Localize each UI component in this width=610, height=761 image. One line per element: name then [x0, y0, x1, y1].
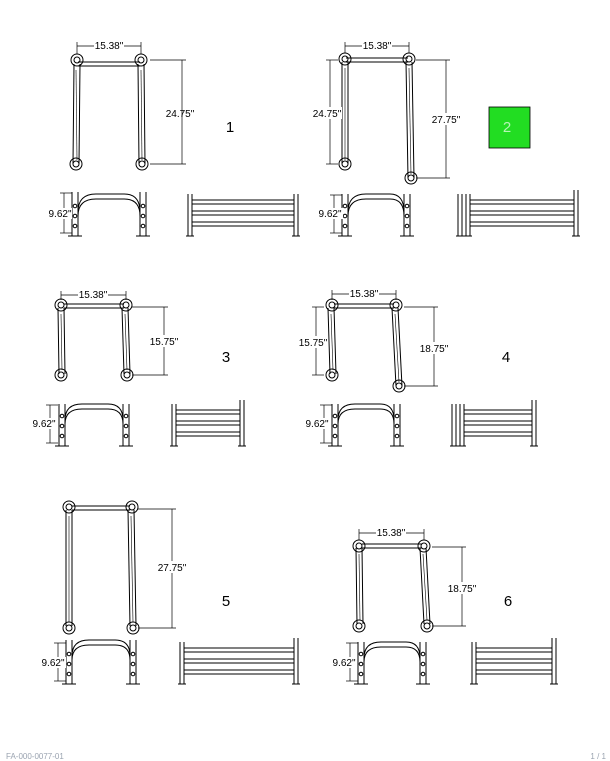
frame-4-number: 4	[502, 349, 510, 366]
side-view-5: 9.62"	[40, 639, 140, 685]
end-view-1	[186, 194, 300, 237]
frame-3-top-width-label: 15.38"	[79, 290, 108, 301]
footer-drawing-number: FA-000-0077-01	[6, 752, 64, 761]
frame-2-right-height-label: 27.75"	[432, 115, 461, 126]
frame-2-number-highlight: 2	[488, 106, 531, 149]
front-view-2: 15.38" 24.75" 27.75"	[312, 40, 462, 185]
frame-2: 15.38" 24.75" 27.75" 2	[312, 40, 580, 237]
front-view-3: 15.38" 15.75"	[54, 289, 182, 382]
frame-5-side-height-label: 9.62"	[41, 658, 64, 669]
end-view-5	[178, 638, 300, 685]
front-view-1: 15.38" 24.75"	[69, 40, 195, 171]
frame-6-top-width-label: 15.38"	[377, 528, 406, 539]
end-view-2	[456, 190, 580, 237]
frame-1: 15.38" 24.75" 1 9.62"	[48, 40, 300, 237]
frame-6-number: 6	[504, 593, 512, 610]
side-view-1: 9.62"	[48, 192, 150, 237]
side-view-2: 9.62"	[317, 193, 414, 237]
frame-2-side-height-label: 9.62"	[318, 209, 341, 220]
side-view-4: 9.62"	[304, 403, 404, 447]
frame-6: 15.38" 18.75" 6 9.62"	[331, 527, 558, 685]
frame-2-number: 2	[503, 119, 511, 136]
frame-1-number: 1	[226, 119, 234, 136]
frame-4-top-width-label: 15.38"	[350, 289, 379, 300]
footer-page-indicator: 1 / 1	[590, 752, 606, 761]
frame-1-side-height-label: 9.62"	[48, 209, 71, 220]
end-view-6	[470, 638, 558, 685]
frame-2-top-width-label: 15.38"	[363, 41, 392, 52]
frame-3-number: 3	[222, 349, 230, 366]
frame-3-right-height-label: 15.75"	[150, 337, 179, 348]
frame-4: 15.38" 15.75" 18.75" 4 9.62"	[298, 288, 538, 447]
front-view-6: 15.38" 18.75"	[352, 527, 478, 633]
frame-6-right-height-label: 18.75"	[448, 584, 477, 595]
side-view-6: 9.62"	[331, 641, 430, 685]
frame-1-right-height-label: 24.75"	[166, 109, 195, 120]
frame-4-right-height-label: 18.75"	[420, 344, 449, 355]
frame-4-left-height-label: 15.75"	[299, 338, 328, 349]
frame-6-side-height-label: 9.62"	[332, 658, 355, 669]
front-view-4: 15.38" 15.75" 18.75"	[298, 288, 450, 393]
frame-2-left-height-label: 24.75"	[313, 109, 342, 120]
frame-5-right-height-label: 27.75"	[158, 563, 187, 574]
frame-5: 27.75" 5 9.62"	[40, 500, 300, 685]
frame-4-side-height-label: 9.62"	[305, 419, 328, 430]
side-view-3: 9.62"	[31, 403, 133, 447]
end-view-3	[170, 400, 246, 447]
front-view-5: 27.75"	[62, 500, 188, 635]
frame-3: 15.38" 15.75" 3 9.62"	[31, 289, 246, 447]
frame-3-side-height-label: 9.62"	[32, 419, 55, 430]
frame-1-top-width-label: 15.38"	[95, 41, 124, 52]
end-view-4	[450, 400, 538, 447]
frame-5-number: 5	[222, 593, 230, 610]
